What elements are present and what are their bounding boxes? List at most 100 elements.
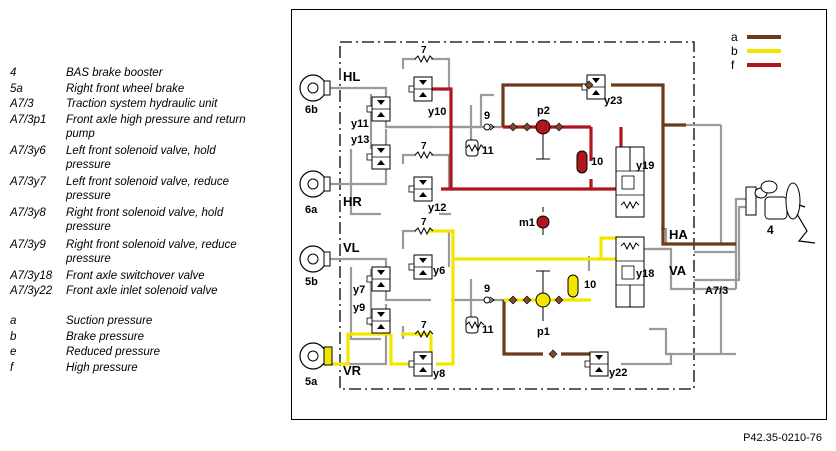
- legend-row: A7/3y7 Left front solenoid valve, reduce …: [10, 175, 280, 206]
- legend-text: Right front solenoid valve, reduce press…: [66, 238, 237, 265]
- valve-label: y23: [604, 95, 622, 107]
- valve-label: y9: [353, 302, 365, 314]
- legend-code: A7/3y6: [10, 144, 46, 157]
- check-valve-9: 9: [483, 110, 495, 131]
- legend-code: b: [10, 330, 17, 343]
- solenoid-valve-y9: y9: [353, 302, 391, 334]
- legend-code: 4: [10, 67, 17, 79]
- legend-row: A7/3 Traction system hydraulic unit: [10, 97, 280, 113]
- wheel-brake-5b: 5b: [299, 245, 331, 288]
- legend-code: A7/3y7: [10, 176, 46, 189]
- spring-label: 7: [421, 45, 427, 56]
- valve-label: y10: [428, 106, 446, 118]
- solenoid-valve-y22: y22: [584, 351, 627, 379]
- valve-label: y8: [433, 368, 445, 380]
- valve-label: y6: [433, 265, 445, 277]
- legend-code: A7/3: [10, 98, 34, 111]
- spring-7: 7: [414, 320, 434, 338]
- circuit-label-vl: VL: [343, 240, 360, 255]
- solenoid-valve-y13: y13: [351, 134, 391, 170]
- wheel-brake-6a: 6a: [299, 170, 331, 216]
- damper-10: 10: [576, 150, 603, 174]
- wheel-brake-5a: 5a: [299, 342, 333, 388]
- circuit-label-hr: HR: [343, 194, 362, 209]
- check-valve-9: 9: [483, 283, 495, 304]
- damper-label: 10: [584, 279, 596, 291]
- legend-text: Front axle high pressure and return pump: [66, 113, 246, 140]
- spring-7: 7: [414, 217, 434, 235]
- circuit-label-vr: VR: [343, 363, 362, 378]
- solenoid-valve-y8: y8: [408, 351, 445, 380]
- legend-gap: [10, 300, 280, 314]
- pump-label: p1: [537, 326, 550, 338]
- brake-booster: 4: [745, 180, 816, 244]
- check-label: 9: [484, 283, 490, 295]
- pump-motor-m1: m1: [519, 207, 550, 235]
- solenoid-valve-y11: y11: [351, 96, 391, 130]
- spring-label: 7: [421, 141, 427, 152]
- wheel-label: 6a: [305, 204, 318, 216]
- solenoid-valve-y12: y12: [408, 176, 446, 214]
- valve-label: y19: [636, 160, 654, 172]
- valve-label: y22: [609, 367, 627, 379]
- legend-row: b Brake pressure: [10, 330, 280, 346]
- legend-text: Right front solenoid valve, hold pressur…: [66, 207, 224, 234]
- legend-text: Brake pressure: [66, 330, 144, 343]
- legend-text: Reduced pressure: [66, 346, 160, 359]
- check-label: 9: [484, 110, 490, 122]
- pressure-key: a b f: [731, 30, 781, 72]
- switchover-valve-y19: y19: [615, 146, 654, 218]
- spring-7: 7: [414, 45, 434, 63]
- spring-label: 7: [421, 217, 427, 228]
- solenoid-valve-y10: y10: [408, 76, 446, 118]
- pump-label: p2: [537, 105, 550, 117]
- accumulator-label: 11: [482, 324, 494, 336]
- spring-7: 7: [414, 141, 434, 159]
- legend-row: A7/3y9 Right front solenoid valve, reduce…: [10, 238, 280, 269]
- solenoid-valve-y23: y23: [581, 74, 622, 107]
- switchover-valve-y18: y18: [615, 236, 654, 308]
- legend-text: BAS brake booster: [66, 67, 163, 79]
- valve-label: y18: [636, 268, 654, 280]
- booster-label: 4: [767, 223, 774, 237]
- accumulator-11: 11: [465, 316, 494, 336]
- legend-code: a: [10, 314, 17, 327]
- legend-text: Right front wheel brake: [66, 82, 185, 95]
- solenoid-valve-y7: y7: [353, 266, 391, 296]
- legend-text: Left front solenoid valve, hold pressure: [66, 144, 216, 171]
- legend-text: Suction pressure: [66, 314, 153, 327]
- circuit-label-va: VA: [669, 263, 687, 278]
- legend-row: A7/3y18 Front axle switchover valve: [10, 269, 280, 285]
- legend-code: A7/3y22: [10, 285, 53, 298]
- circuit-label-ha: HA: [669, 227, 688, 242]
- pump-p2: p2: [535, 105, 551, 160]
- valve-label: y7: [353, 284, 365, 296]
- hydraulic-diagram: a b f: [291, 9, 827, 420]
- legend-row: A7/3y6 Left front solenoid valve, hold pr…: [10, 144, 280, 175]
- key-code: f: [731, 58, 735, 72]
- solenoid-valve-y6: y6: [408, 254, 445, 280]
- legend-row: 4 BAS brake booster: [10, 66, 280, 82]
- legend-row: a Suction pressure: [10, 314, 280, 330]
- unit-label: A7/3: [705, 285, 728, 297]
- accumulator-11: 11: [465, 139, 494, 157]
- legend-code: A7/3y18: [10, 269, 53, 282]
- legend-code: A7/3y9: [10, 238, 46, 251]
- legend-text: Front axle switchover valve: [66, 269, 205, 282]
- spring-label: 7: [421, 320, 427, 331]
- damper-10: 10: [567, 274, 596, 298]
- wheel-label: 6b: [305, 104, 318, 116]
- document-code: P42.35-0210-76: [743, 432, 822, 444]
- legend-text: Left front solenoid valve, reduce pressu…: [66, 176, 230, 203]
- pump-p1: p1: [535, 270, 551, 338]
- circuit-label-hl: HL: [343, 69, 360, 84]
- legend-text: Traction system hydraulic unit: [66, 98, 218, 111]
- wheel-label: 5a: [305, 376, 318, 388]
- valve-label: y13: [351, 134, 369, 146]
- unit-boundary: [339, 41, 695, 390]
